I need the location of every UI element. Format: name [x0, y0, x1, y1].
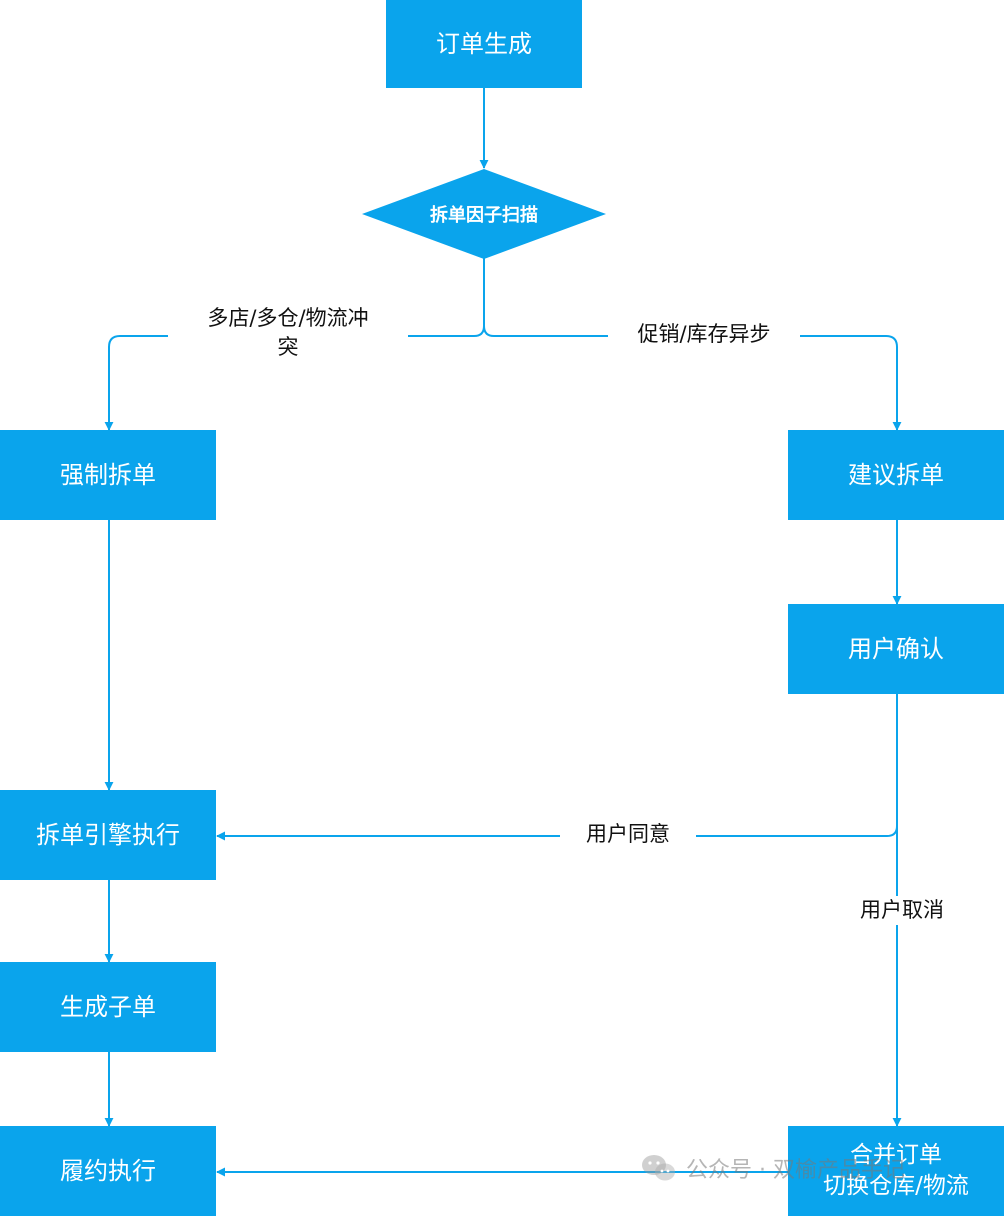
decision-diamond [362, 169, 606, 259]
node-suggested-split: 建议拆单 [788, 430, 1004, 520]
edge-label-user-agrees: 用户同意 [560, 820, 696, 850]
node-create-suborders: 生成子单 [0, 962, 216, 1052]
node-merge-switch: 合并订单 切换仓库/物流 [788, 1126, 1004, 1216]
node-fulfillment: 履约执行 [0, 1126, 216, 1216]
edge-scan-to-suggested-split [483, 325, 902, 431]
node-split-engine: 拆单引擎执行 [0, 790, 216, 880]
edge-label-promo-stock-async: 促销/库存异步 [608, 320, 800, 350]
node-forced-split: 强制拆单 [0, 430, 216, 520]
node-order-created: 订单生成 [386, 0, 582, 88]
edge-confirm-to-engine [216, 694, 898, 841]
decision-factor-scan: 拆单因子扫描 [430, 205, 538, 226]
edge-label-user-cancels: 用户取消 [836, 896, 968, 926]
node-user-confirm: 用户确认 [788, 604, 1004, 694]
edge-label-multi-store-conflict: 多店/多仓/物流冲 突 [168, 304, 408, 363]
